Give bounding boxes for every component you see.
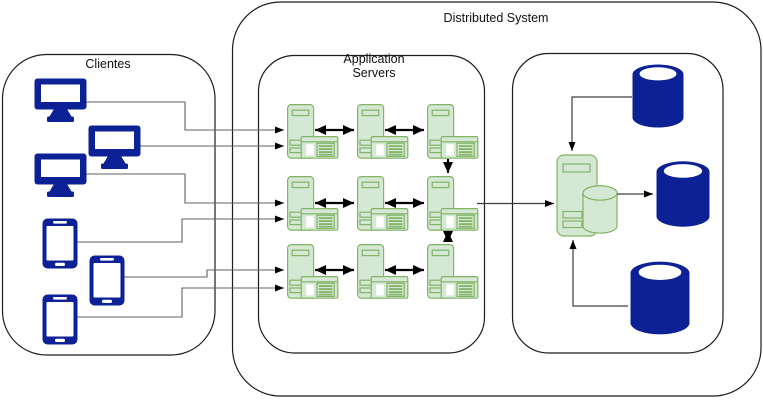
app-servers-label-line2: Servers [352,66,395,80]
client-connector-line [123,266,284,278]
database-icon [630,261,690,335]
database-to-storage-arrow [569,240,628,307]
client-connector-line [77,215,284,243]
storage-server-icon [556,154,618,237]
client-connector-line [85,173,284,207]
clients-label: Clientes [85,57,130,71]
distributed-system-label: Distributed System [444,11,549,25]
smartphone-icon [42,218,78,269]
app-servers-label-line1: Application [343,52,404,66]
database-to-storage-arrow [568,96,632,151]
client-connector-line [76,284,284,318]
database-icon [632,64,684,128]
clients-box [1,53,216,356]
smartphone-icon [89,255,125,306]
database-icon [656,161,710,227]
client-connector-line [85,101,284,134]
smartphone-icon [42,294,78,345]
green-database-icon [582,185,618,234]
